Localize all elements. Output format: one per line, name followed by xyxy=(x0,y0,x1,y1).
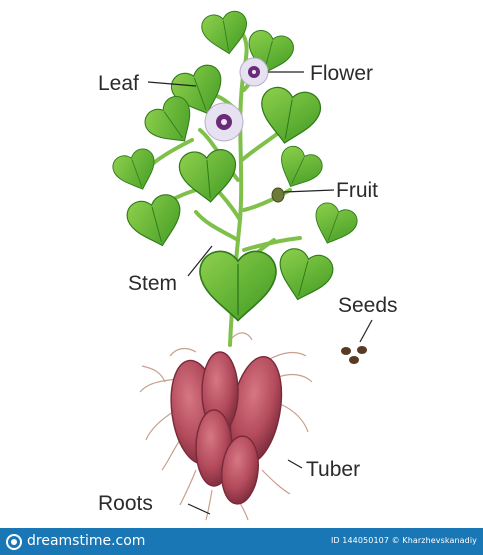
flower-top xyxy=(240,58,268,86)
image-credit: ID 144050107 © Kharzhevskanadiy xyxy=(331,536,477,545)
dreamstime-logo-icon xyxy=(6,534,22,550)
fruit-icon xyxy=(272,188,284,202)
label-tuber: Tuber xyxy=(306,458,360,481)
label-leaf: Leaf xyxy=(98,72,139,95)
label-seeds: Seeds xyxy=(338,294,398,317)
brand-logo: dreamstime.com xyxy=(6,532,145,551)
sweet-potato-plant-diagram: Leaf Flower Fruit Stem Seeds Tuber Roots xyxy=(0,0,483,528)
label-roots: Roots xyxy=(98,492,153,515)
watermark-footer: dreamstime.com ID 144050107 © Kharzhevsk… xyxy=(0,528,483,555)
seeds-group xyxy=(341,346,367,364)
label-stem: Stem xyxy=(128,272,177,295)
flower-middle xyxy=(205,103,243,141)
label-fruit: Fruit xyxy=(336,179,378,202)
tuber-group xyxy=(165,352,289,506)
brand-name: dreamstime.com xyxy=(27,532,145,551)
label-flower: Flower xyxy=(310,62,373,85)
